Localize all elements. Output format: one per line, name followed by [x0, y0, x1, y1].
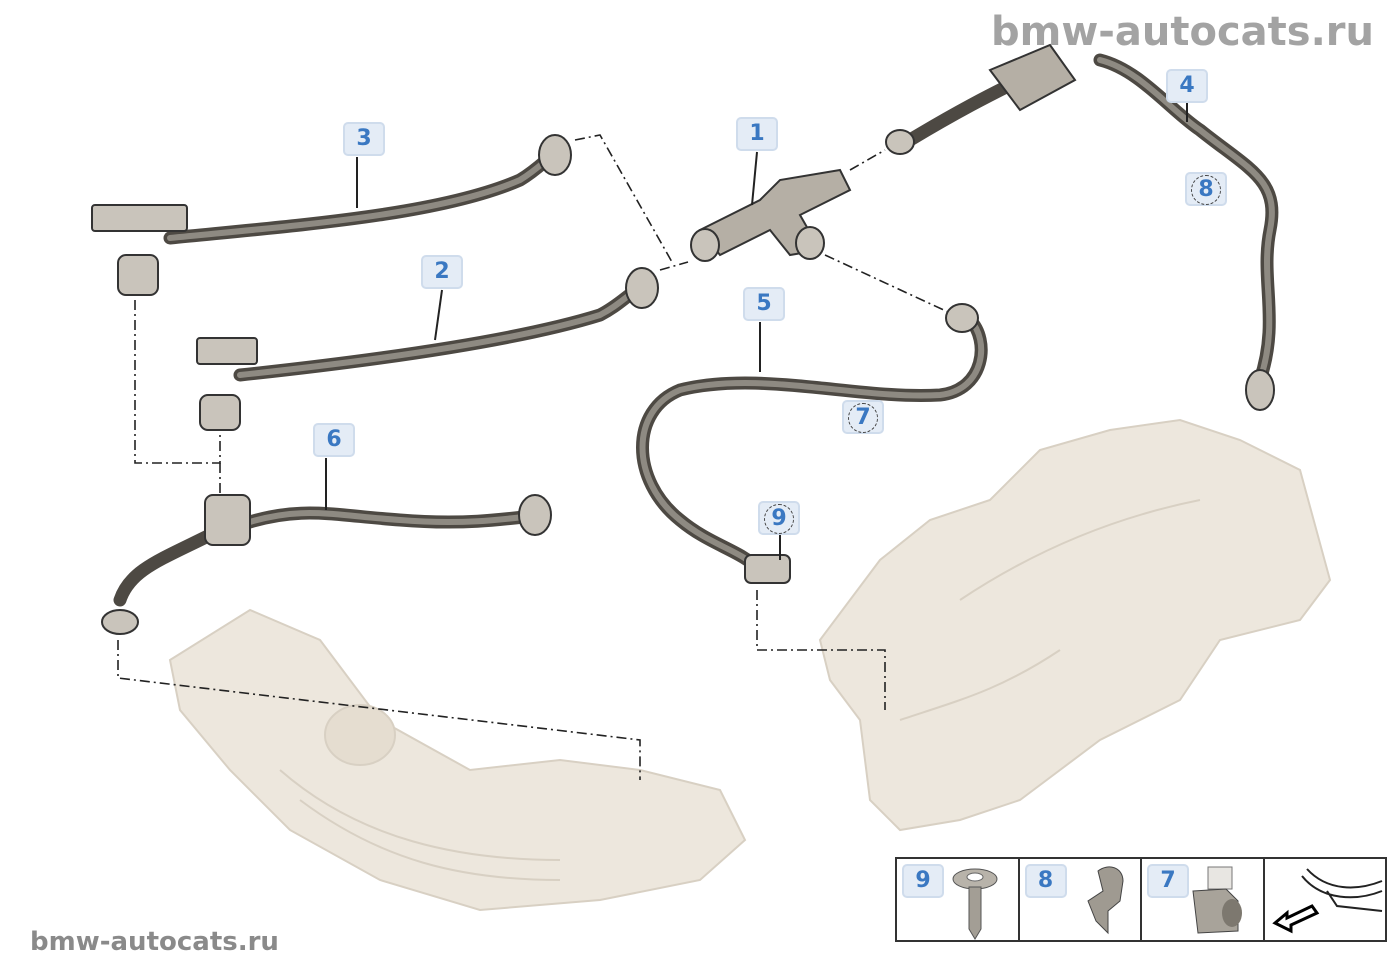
callout-7-label: 7	[848, 403, 878, 433]
watermark-top: bmw-autocats.ru	[991, 9, 1374, 55]
callout-7[interactable]: 7	[842, 400, 884, 434]
callout-9-label: 9	[764, 504, 794, 534]
vehicle-front-arrow-icon	[1271, 868, 1382, 934]
callout-8[interactable]: 8	[1185, 172, 1227, 206]
callout-1[interactable]: 1	[736, 117, 778, 151]
callout-9[interactable]: 9	[758, 501, 800, 535]
fittings	[91, 43, 1275, 635]
hose-3	[163, 143, 567, 245]
callout-4[interactable]: 4	[1166, 69, 1208, 103]
clamp-clip-icon	[1192, 866, 1242, 934]
legend-label: 7	[1147, 864, 1189, 898]
hose-4	[1093, 53, 1279, 387]
callout-3[interactable]: 3	[343, 122, 385, 156]
callout-8-label: 8	[1191, 175, 1221, 205]
hose-4b	[903, 78, 1017, 147]
legend-item-9[interactable]: 9	[897, 859, 1020, 940]
callout-6[interactable]: 6	[313, 423, 355, 457]
legend-item-vehicle[interactable]	[1265, 859, 1386, 940]
callout-5[interactable]: 5	[743, 287, 785, 321]
legend-item-8[interactable]: 8	[1020, 859, 1142, 940]
callout-stems	[325, 103, 1188, 560]
legend-label: 8	[1024, 864, 1067, 898]
callout-2[interactable]: 2	[421, 255, 463, 289]
air-intake-duct	[168, 608, 747, 912]
clip-icon	[1086, 866, 1124, 935]
watermark-bottom: bmw-autocats.ru	[30, 927, 279, 957]
hose-6b	[113, 528, 217, 607]
fastener-legend: 9 8 7	[895, 857, 1387, 942]
intake-manifold	[818, 418, 1332, 832]
legend-label: 9	[902, 864, 944, 898]
legend-item-7[interactable]: 7	[1142, 859, 1265, 940]
screw-icon	[952, 868, 998, 940]
leader-lines	[117, 134, 949, 780]
hose-2	[233, 278, 652, 382]
